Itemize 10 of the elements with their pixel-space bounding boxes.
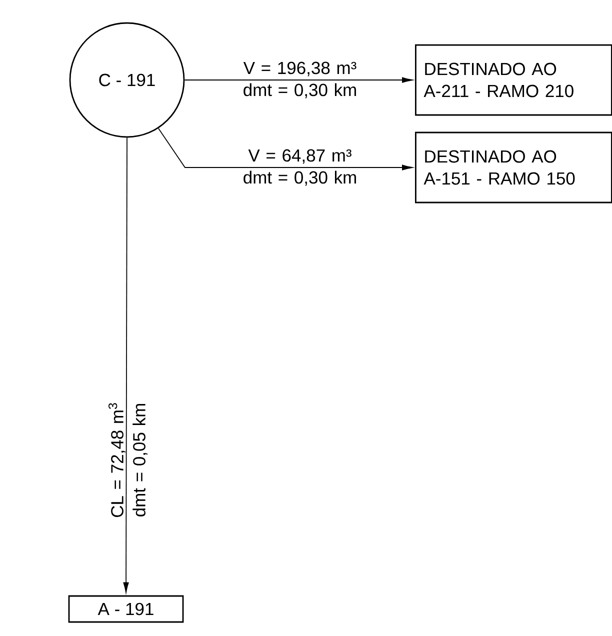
- edge-label: V = 64,87 m³ dmt = 0,30 km: [244, 149, 356, 186]
- circle-node: C - 191: [69, 22, 185, 138]
- edge-label: CL = 72,48 m$^{3}$ dmt = 0,05 km: [108, 403, 148, 517]
- arrow: [158, 128, 412, 170]
- destination-box: A - 191: [68, 595, 184, 623]
- arrow: [184, 77, 412, 83]
- destination-box: DESTINADO AO A-151 - RAMO 150: [415, 132, 612, 204]
- edge-label: V = 196,38 m³ dmt = 0,30 km: [243, 62, 356, 98]
- destination-box: DESTINADO AO A-211 - RAMO 210: [415, 44, 612, 116]
- arrow: [123, 137, 129, 593]
